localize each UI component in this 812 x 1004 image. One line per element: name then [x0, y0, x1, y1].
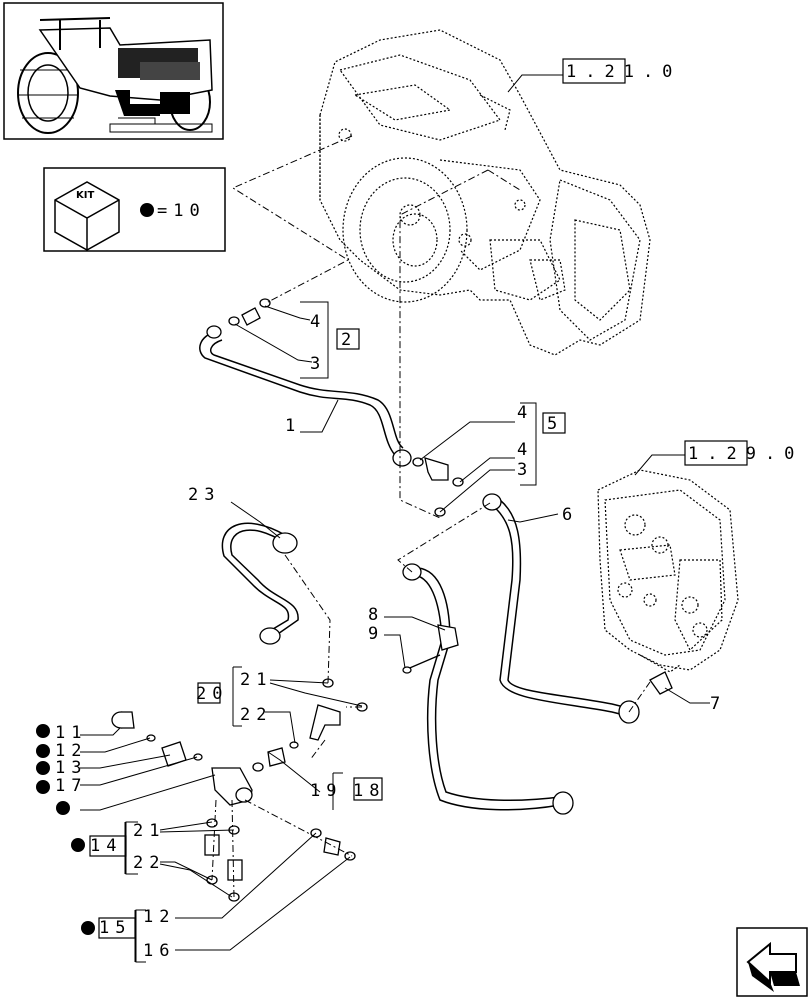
callout-16: 16	[143, 941, 175, 961]
bullet-icon	[81, 921, 95, 935]
callout-4b: 4	[517, 403, 533, 423]
leader-lines	[80, 74, 710, 962]
callout-11: 11	[55, 723, 87, 743]
callout-4a: 4	[310, 312, 326, 332]
callout-6: 6	[562, 505, 578, 525]
ref-control-valve[interactable]: 1.29.0	[688, 444, 803, 464]
callout-22b: 22	[133, 853, 165, 873]
callout-3b: 3	[517, 460, 533, 480]
callout-19: 19	[310, 781, 342, 801]
kit-label: KIT	[76, 190, 94, 201]
connection-lines	[211, 135, 651, 898]
bullet-icon	[36, 761, 50, 775]
callout-21b: 21	[133, 821, 165, 841]
tractor-thumbnail	[3, 2, 224, 140]
bullet-icon	[36, 724, 50, 738]
callout-9: 9	[368, 624, 384, 644]
callout-12b: 12	[143, 907, 175, 927]
callout-20: 20	[196, 684, 228, 704]
callout-3a: 3	[310, 354, 326, 374]
callout-14: 14	[90, 836, 122, 856]
next-page-button[interactable]	[736, 927, 808, 997]
bullet-icon	[71, 838, 85, 852]
callout-18: 18	[353, 781, 385, 801]
callout-5: 5	[547, 414, 563, 434]
callout-8: 8	[368, 605, 384, 625]
callout-2: 2	[341, 330, 357, 350]
fittings	[111, 298, 673, 902]
kit-box: KIT =10	[43, 167, 226, 252]
bullet-icon	[36, 780, 50, 794]
callouts: 1.21.0 1.29.0 4 2 3 1 4 5 4 3 6 7 8 9 23…	[36, 58, 803, 963]
arrow-left-icon	[746, 941, 797, 985]
callout-1: 1	[285, 416, 301, 436]
callout-17: 17	[55, 776, 87, 796]
callout-21a: 21	[240, 670, 272, 690]
callout-23: 23	[188, 485, 220, 505]
bullet-icon	[56, 801, 70, 815]
callout-22a: 22	[240, 705, 272, 725]
callout-13: 13	[55, 758, 87, 778]
ref-gearbox[interactable]: 1.21.0	[566, 62, 681, 82]
kit-value: =10	[157, 201, 206, 221]
gearbox-housing	[319, 29, 651, 356]
bullet-icon	[36, 744, 50, 758]
pipes	[199, 331, 629, 811]
bullet-icon	[140, 203, 154, 217]
ref-box-gearbox	[562, 58, 626, 84]
callout-7: 7	[710, 694, 726, 714]
callout-15: 15	[99, 918, 131, 938]
callout-4c: 4	[517, 440, 533, 460]
callout-12a: 12	[55, 741, 87, 761]
control-valve	[597, 469, 739, 673]
ref-box-control-valve	[684, 440, 748, 466]
